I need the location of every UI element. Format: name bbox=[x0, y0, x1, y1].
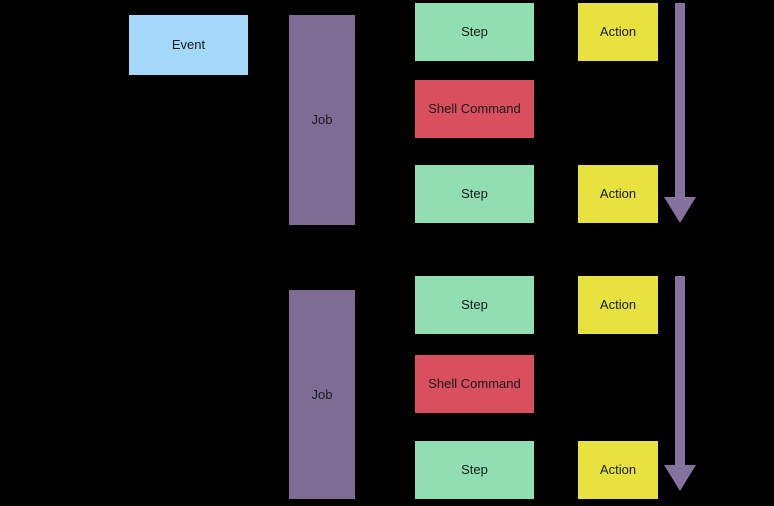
arrow-shaft bbox=[675, 276, 685, 465]
step-node: Step bbox=[415, 276, 534, 334]
action-label: Action bbox=[599, 297, 637, 313]
action-node: Action bbox=[578, 3, 658, 61]
action-label: Action bbox=[599, 24, 637, 40]
job-node-1: Job bbox=[289, 15, 355, 225]
step-label: Step bbox=[461, 297, 488, 313]
action-node: Action bbox=[578, 165, 658, 223]
shell-command-node: Shell Command bbox=[415, 80, 534, 138]
job-node-2: Job bbox=[289, 290, 355, 499]
step-node: Step bbox=[415, 165, 534, 223]
step-label: Step bbox=[461, 186, 488, 202]
down-arrow-icon bbox=[664, 276, 696, 491]
event-label: Event bbox=[171, 37, 206, 53]
event-node: Event bbox=[129, 15, 248, 75]
step-label: Step bbox=[461, 462, 488, 478]
action-label: Action bbox=[599, 462, 637, 478]
step-label: Step bbox=[461, 24, 488, 40]
arrow-head bbox=[664, 197, 696, 223]
job-label: Job bbox=[311, 112, 333, 128]
step-node: Step bbox=[415, 3, 534, 61]
step-node: Step bbox=[415, 441, 534, 499]
down-arrow-icon bbox=[664, 3, 696, 223]
shell-command-label: Shell Command bbox=[428, 376, 521, 392]
action-node: Action bbox=[578, 441, 658, 499]
shell-command-label: Shell Command bbox=[428, 101, 521, 117]
shell-command-node: Shell Command bbox=[415, 355, 534, 413]
arrow-head bbox=[664, 465, 696, 491]
action-node: Action bbox=[578, 276, 658, 334]
arrow-shaft bbox=[675, 3, 685, 197]
action-label: Action bbox=[599, 186, 637, 202]
job-label: Job bbox=[311, 386, 333, 402]
